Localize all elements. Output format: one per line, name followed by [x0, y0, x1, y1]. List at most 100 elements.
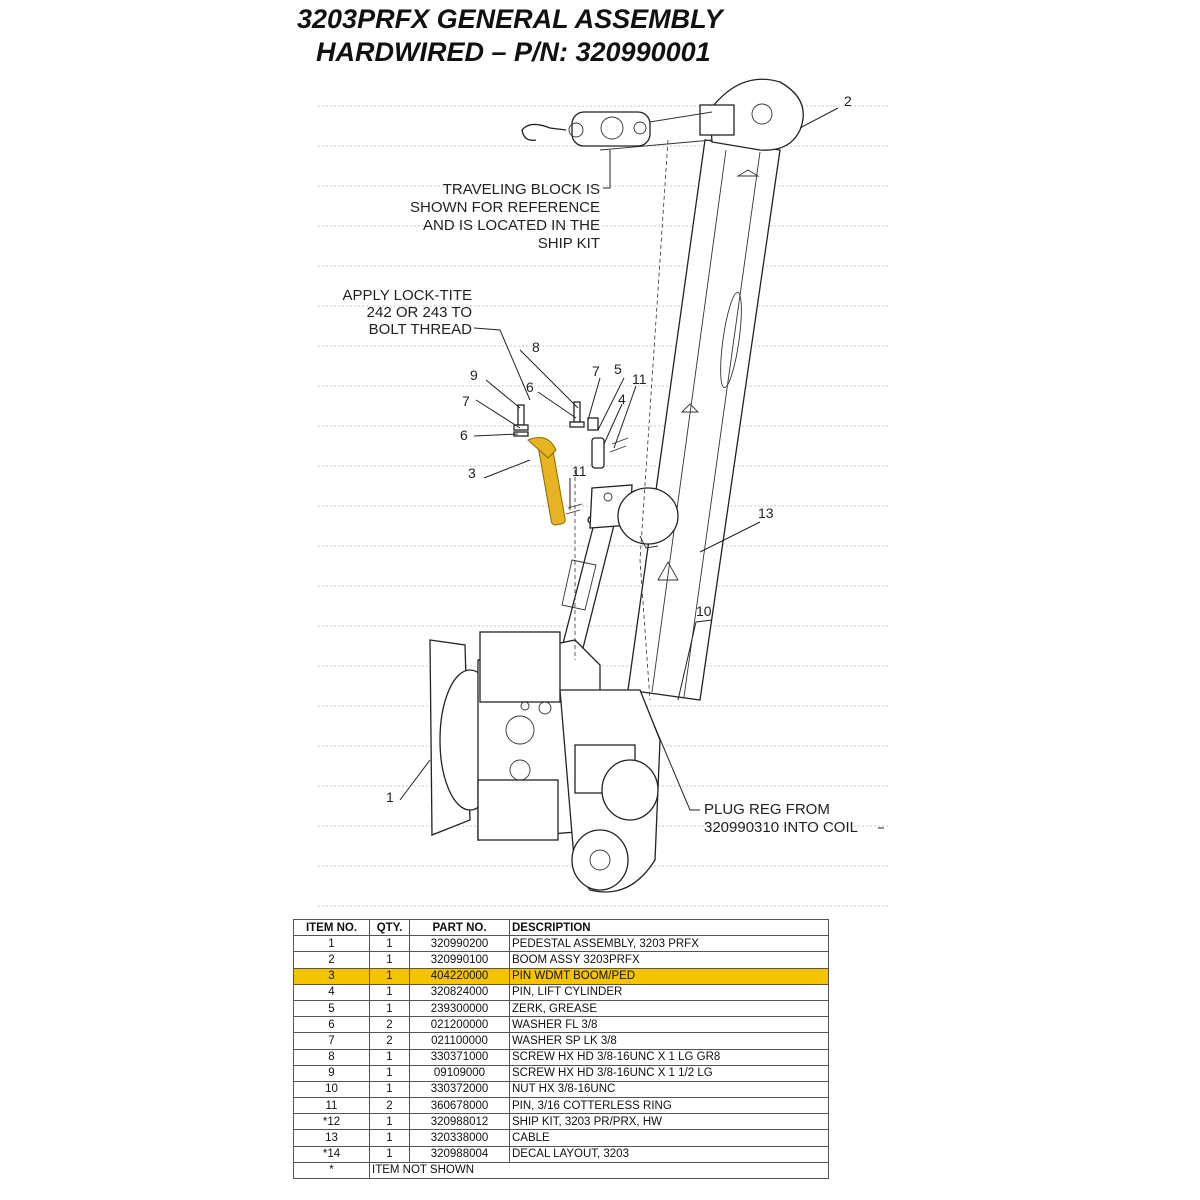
- cell-description: SHIP KIT, 3203 PR/PRX, HW: [509, 1113, 829, 1131]
- cell-description: SCREW HX HD 3/8-16UNC X 1 LG GR8: [509, 1048, 829, 1066]
- cell-qty: 1: [369, 951, 410, 969]
- note-traveling-block: TRAVELING BLOCK IS SHOWN FOR REFERENCE A…: [410, 181, 600, 252]
- cell-part-no: 320988004: [409, 1145, 510, 1163]
- cell-item-no: 6: [293, 1016, 370, 1034]
- callout-7: 7: [592, 363, 600, 379]
- cell-description: WASHER SP LK 3/8: [509, 1032, 829, 1050]
- svg-text:TRAVELING BLOCK IS: TRAVELING BLOCK IS: [443, 181, 600, 198]
- cell-description: PIN, 3/16 COTTERLESS RING: [509, 1097, 829, 1115]
- note-plug-reg: PLUG REG FROM 320990310 INTO COIL: [704, 801, 858, 836]
- cell-part-no: 021200000: [409, 1016, 510, 1034]
- note-lock-tite: APPLY LOCK-TITE 242 OR 243 TO BOLT THREA…: [343, 287, 473, 338]
- cell-part-no: 021100000: [409, 1032, 510, 1050]
- boom-heel: [559, 689, 661, 893]
- svg-text:320990310 INTO COIL: 320990310 INTO COIL: [704, 819, 858, 836]
- table-header-row: ITEM NO. QTY. PART NO. DESCRIPTION: [293, 918, 829, 937]
- cell-qty: 1: [369, 983, 410, 1001]
- cell-part-no: 330372000: [409, 1080, 510, 1099]
- cell-item-no: 1: [293, 935, 370, 953]
- cell-item-no: 11: [293, 1097, 370, 1115]
- cell-item-no: 3: [293, 967, 370, 985]
- footnote-marker: *: [293, 1161, 370, 1180]
- cell-description: CABLE: [509, 1129, 829, 1147]
- svg-text:BOLT THREAD: BOLT THREAD: [369, 321, 473, 338]
- item-callouts: 2 8 9 6 7 5 11 7 4 6 3 11 13 10 1: [386, 93, 852, 805]
- cell-item-no: 7: [293, 1032, 370, 1050]
- svg-text:242 OR 243 TO: 242 OR 243 TO: [367, 304, 472, 321]
- cell-description: WASHER FL 3/8: [509, 1016, 829, 1034]
- footnote-text: ITEM NOT SHOWN: [369, 1161, 829, 1180]
- cell-qty: 1: [369, 935, 410, 953]
- cell-item-no: 9: [293, 1064, 370, 1082]
- cell-item-no: *14: [293, 1145, 370, 1163]
- cell-description: NUT HX 3/8-16UNC: [509, 1080, 829, 1099]
- cell-qty: 2: [369, 1016, 410, 1034]
- cell-qty: 1: [369, 1145, 410, 1163]
- cell-qty: 1: [369, 1080, 410, 1099]
- cell-part-no: 320824000: [409, 983, 510, 1001]
- callout-1: 1: [386, 789, 394, 805]
- cell-item-no: 5: [293, 999, 370, 1018]
- callout-6: 6: [526, 379, 534, 395]
- cell-part-no: 320990100: [409, 951, 510, 969]
- assembly-drawing: TRAVELING BLOCK IS SHOWN FOR REFERENCE A…: [318, 78, 888, 907]
- cell-part-no: 330371000: [409, 1048, 510, 1066]
- cell-item-no: 10: [293, 1080, 370, 1099]
- cell-description: PIN WDMT BOOM/PED: [509, 967, 829, 985]
- boom-head-sheave: [599, 78, 804, 151]
- callout-13: 13: [758, 505, 774, 521]
- svg-text:SHOWN FOR REFERENCE: SHOWN FOR REFERENCE: [410, 199, 600, 216]
- exploded-hardware: [513, 401, 629, 526]
- callout-2: 2: [844, 93, 852, 109]
- cell-item-no: 2: [293, 951, 370, 969]
- cell-item-no: 4: [293, 983, 370, 1001]
- cell-part-no: 320338000: [409, 1129, 510, 1147]
- callout-3: 3: [468, 465, 476, 481]
- svg-text:SHIP KIT: SHIP KIT: [538, 235, 600, 252]
- cell-qty: 1: [369, 967, 410, 985]
- svg-text:PLUG REG FROM: PLUG REG FROM: [704, 801, 830, 818]
- drawing-title-line1: 3203PRFX GENERAL ASSEMBLY: [297, 4, 723, 34]
- cell-qty: 1: [369, 1113, 410, 1131]
- cell-item-no: *12: [293, 1113, 370, 1131]
- cell-qty: 1: [369, 1048, 410, 1066]
- cell-qty: 2: [369, 1032, 410, 1050]
- callout-9: 9: [470, 367, 478, 383]
- svg-text:APPLY LOCK-TITE: APPLY LOCK-TITE: [343, 287, 473, 304]
- cell-qty: 1: [369, 1129, 410, 1147]
- cell-description: PEDESTAL ASSEMBLY, 3203 PRFX: [509, 935, 829, 953]
- cell-qty: 1: [369, 1064, 410, 1082]
- cell-qty: 2: [369, 1097, 410, 1115]
- cell-description: DECAL LAYOUT, 3203: [509, 1145, 829, 1163]
- traveling-block: [521, 111, 651, 147]
- cable: [639, 139, 669, 701]
- svg-text:AND IS LOCATED IN THE: AND IS LOCATED IN THE: [423, 217, 600, 234]
- cell-description: ZERK, GREASE: [509, 999, 829, 1018]
- col-header-part-no: PART NO.: [409, 918, 510, 937]
- col-header-item-no: ITEM NO.: [293, 918, 370, 937]
- callout-11: 11: [572, 463, 587, 479]
- col-header-qty: QTY.: [369, 918, 410, 937]
- cell-item-no: 8: [293, 1048, 370, 1066]
- col-header-description: DESCRIPTION: [509, 918, 829, 937]
- leader-lines: [399, 107, 884, 829]
- cylinder-mount: [589, 484, 679, 549]
- cell-part-no: 360678000: [409, 1097, 510, 1115]
- cell-description: SCREW HX HD 3/8-16UNC X 1 1/2 LG: [509, 1064, 829, 1082]
- lift-cylinder: [559, 513, 617, 661]
